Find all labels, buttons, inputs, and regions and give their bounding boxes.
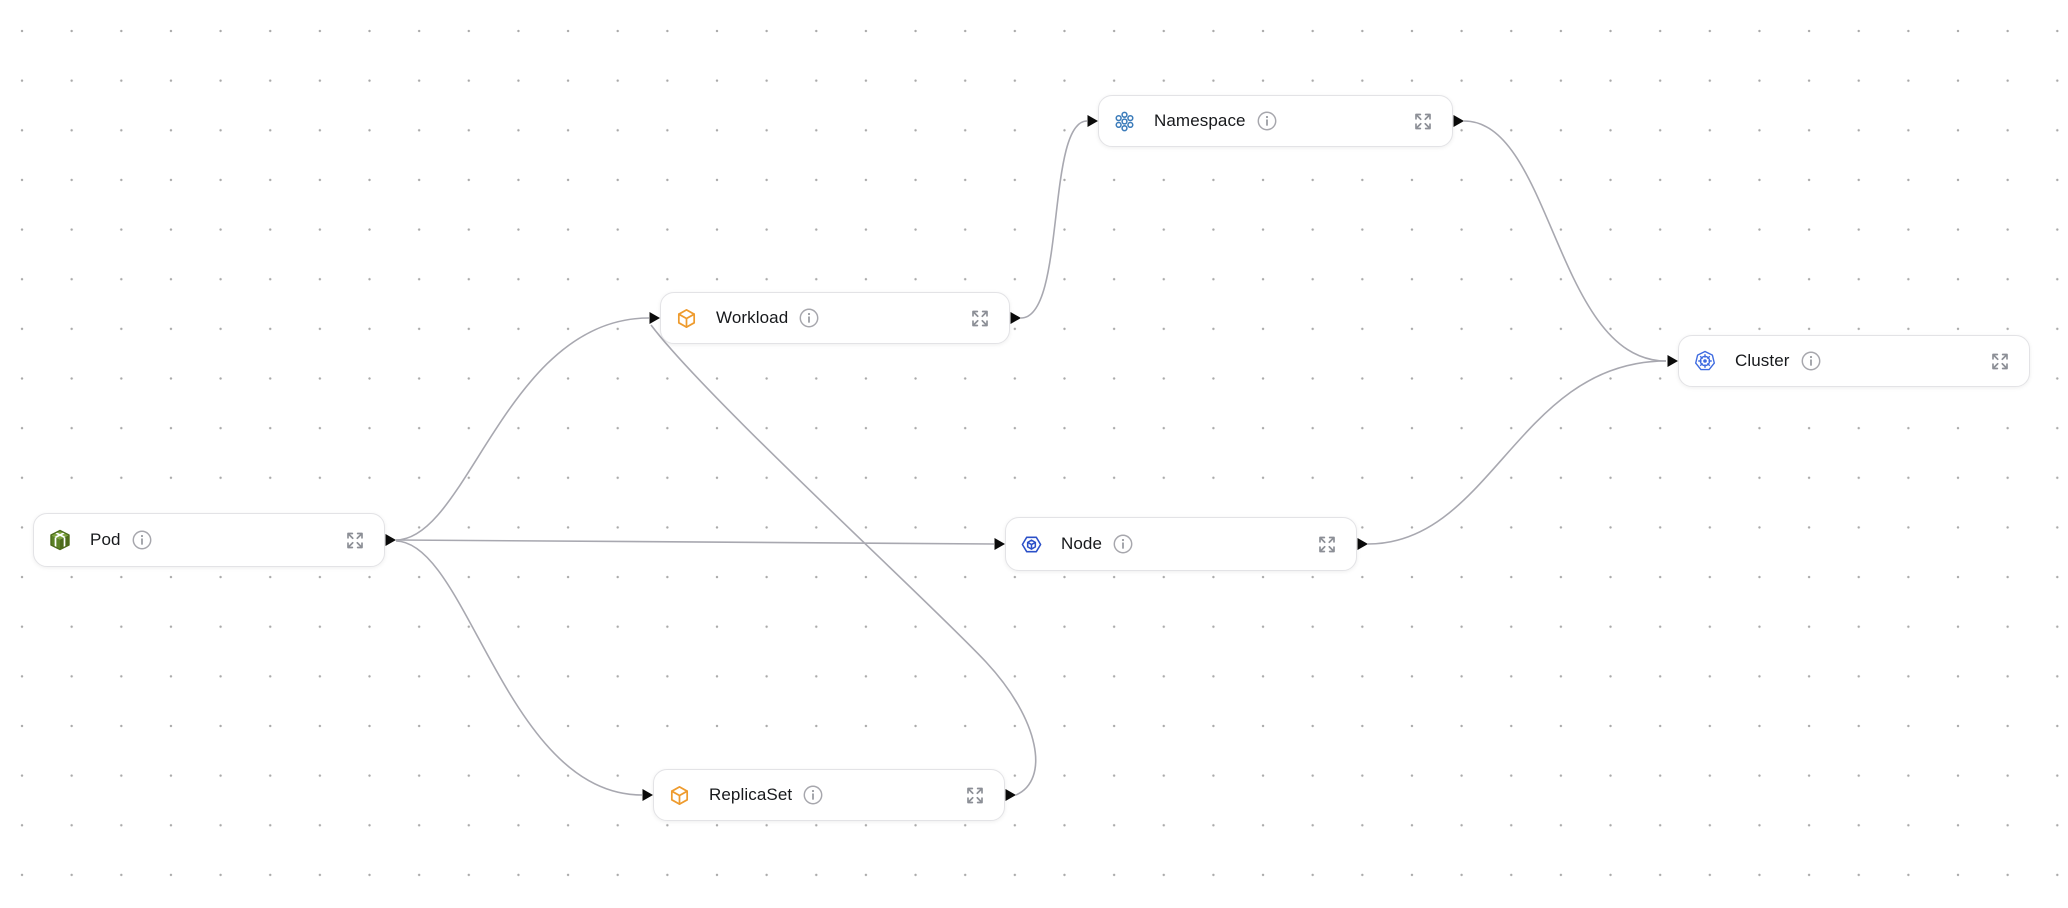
edge-pod-workload[interactable] [395, 317, 650, 541]
node-namespace[interactable]: Namespace [1098, 95, 1453, 147]
cluster-icon [1693, 349, 1717, 373]
expand-icon[interactable] [964, 785, 986, 806]
node-label: Node [1061, 534, 1103, 553]
pod-icon [48, 528, 72, 552]
node-label: Pod [90, 530, 121, 549]
edge-arrowhead-namespace-left [1087, 115, 1098, 127]
source-handle-workload-right[interactable] [1010, 312, 1022, 324]
info-icon[interactable] [802, 784, 824, 806]
expand-icon[interactable] [969, 308, 991, 329]
source-handle-namespace-right[interactable] [1453, 115, 1465, 127]
expand-icon[interactable] [1412, 111, 1434, 132]
cube-icon [675, 307, 698, 330]
edge-arrowhead-cluster-left [1667, 355, 1678, 367]
cube-icon [668, 784, 691, 807]
source-handle-node-right[interactable] [1357, 538, 1369, 550]
expand-icon[interactable] [344, 530, 366, 551]
edge-arrowhead-workload-left [649, 312, 660, 324]
node-node[interactable]: Node [1005, 517, 1357, 571]
edge-arrowhead-node-left [994, 538, 1005, 550]
node-pod[interactable]: Pod [33, 513, 385, 567]
node-label: Cluster [1735, 351, 1790, 370]
edge-replicaset-workload[interactable] [650, 324, 1037, 796]
info-icon[interactable] [1112, 533, 1134, 555]
info-icon[interactable] [1800, 350, 1822, 372]
namespace-icon [1113, 110, 1136, 133]
node-workload[interactable]: Workload [660, 292, 1010, 344]
source-handle-pod-right[interactable] [385, 534, 397, 546]
edge-namespace-cluster[interactable] [1463, 120, 1667, 362]
info-icon[interactable] [1256, 110, 1278, 132]
node-label: Workload [716, 308, 789, 327]
expand-icon[interactable] [1989, 351, 2011, 372]
node-label: Namespace [1154, 111, 1246, 130]
edge-pod-node[interactable] [395, 539, 995, 545]
expand-icon[interactable] [1316, 534, 1338, 555]
node-label: ReplicaSet [709, 785, 793, 804]
node-icon [1020, 533, 1043, 556]
info-icon[interactable] [798, 307, 820, 329]
edge-pod-replicaset[interactable] [395, 540, 643, 796]
edge-node-cluster[interactable] [1367, 360, 1667, 545]
edge-workload-namespace[interactable] [1020, 120, 1088, 319]
node-replicaset[interactable]: ReplicaSet [653, 769, 1005, 821]
node-cluster[interactable]: Cluster [1678, 335, 2030, 387]
source-handle-replicaset-right[interactable] [1005, 789, 1017, 801]
edge-arrowhead-replicaset-left [642, 789, 653, 801]
info-icon[interactable] [131, 529, 153, 551]
